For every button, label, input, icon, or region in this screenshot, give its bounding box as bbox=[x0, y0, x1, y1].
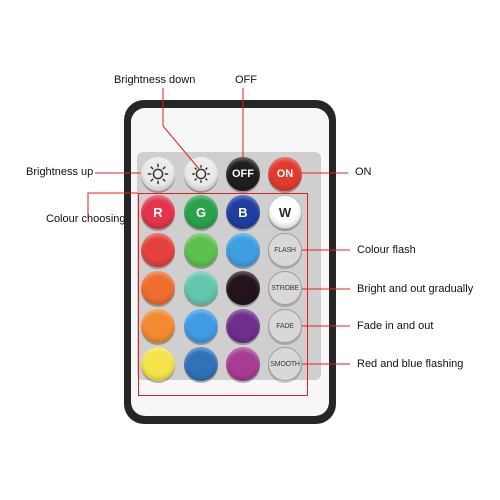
colour-button-dark-purple[interactable] bbox=[226, 271, 260, 305]
white-button[interactable]: W bbox=[268, 195, 302, 229]
colour-button-yellow[interactable] bbox=[141, 347, 175, 381]
colour-button-sky-blue[interactable] bbox=[226, 233, 260, 267]
colour-button-red-orange[interactable] bbox=[141, 233, 175, 267]
callout-brightness-up: Brightness up bbox=[26, 166, 94, 178]
sun-icon bbox=[192, 165, 210, 183]
smooth-button[interactable]: SMOOTH bbox=[268, 347, 302, 381]
strobe-button[interactable]: STROBE bbox=[268, 271, 302, 305]
colour-button-purple[interactable] bbox=[226, 309, 260, 343]
strobe-button-label: STROBE bbox=[271, 284, 299, 292]
smooth-button-label: SMOOTH bbox=[270, 360, 300, 368]
green-button[interactable]: G bbox=[184, 195, 218, 229]
callout-fade-in-out: Fade in and out bbox=[357, 320, 434, 332]
flash-button[interactable]: FLASH bbox=[268, 233, 302, 267]
colour-button-light-green[interactable] bbox=[184, 233, 218, 267]
red-button[interactable]: R bbox=[141, 195, 175, 229]
off-button[interactable]: OFF bbox=[226, 157, 260, 191]
brightness-down-button[interactable] bbox=[184, 157, 218, 191]
callout-colour-choosing: Colour choosing bbox=[46, 213, 126, 225]
red-button-label: R bbox=[153, 204, 163, 220]
sun-icon bbox=[147, 163, 169, 185]
fade-button[interactable]: FADE bbox=[268, 309, 302, 343]
colour-button-light-orange[interactable] bbox=[141, 309, 175, 343]
blue-button-label: B bbox=[238, 204, 248, 220]
callout-on: ON bbox=[355, 166, 372, 178]
white-button-label: W bbox=[278, 204, 292, 220]
colour-button-orange[interactable] bbox=[141, 271, 175, 305]
on-button[interactable]: ON bbox=[268, 157, 302, 191]
colour-button-aqua[interactable] bbox=[184, 271, 218, 305]
callout-brightness-down: Brightness down bbox=[114, 74, 196, 86]
brightness-up-button[interactable] bbox=[141, 157, 175, 191]
colour-choosing-outline bbox=[138, 193, 308, 396]
callout-off: OFF bbox=[235, 74, 257, 86]
off-button-label: OFF bbox=[232, 168, 254, 180]
callout-red-blue-flashing: Red and blue flashing bbox=[357, 358, 464, 370]
callout-colour-flash: Colour flash bbox=[357, 244, 416, 256]
on-button-label: ON bbox=[276, 168, 294, 180]
colour-button-magenta[interactable] bbox=[226, 347, 260, 381]
callout-bright-out-gradually: Bright and out gradually bbox=[357, 283, 474, 295]
green-button-label: G bbox=[195, 204, 207, 220]
blue-button[interactable]: B bbox=[226, 195, 260, 229]
fade-button-label: FADE bbox=[276, 322, 294, 330]
colour-button-steel-blue[interactable] bbox=[184, 347, 218, 381]
colour-button-azure[interactable] bbox=[184, 309, 218, 343]
flash-button-label: FLASH bbox=[274, 246, 296, 254]
